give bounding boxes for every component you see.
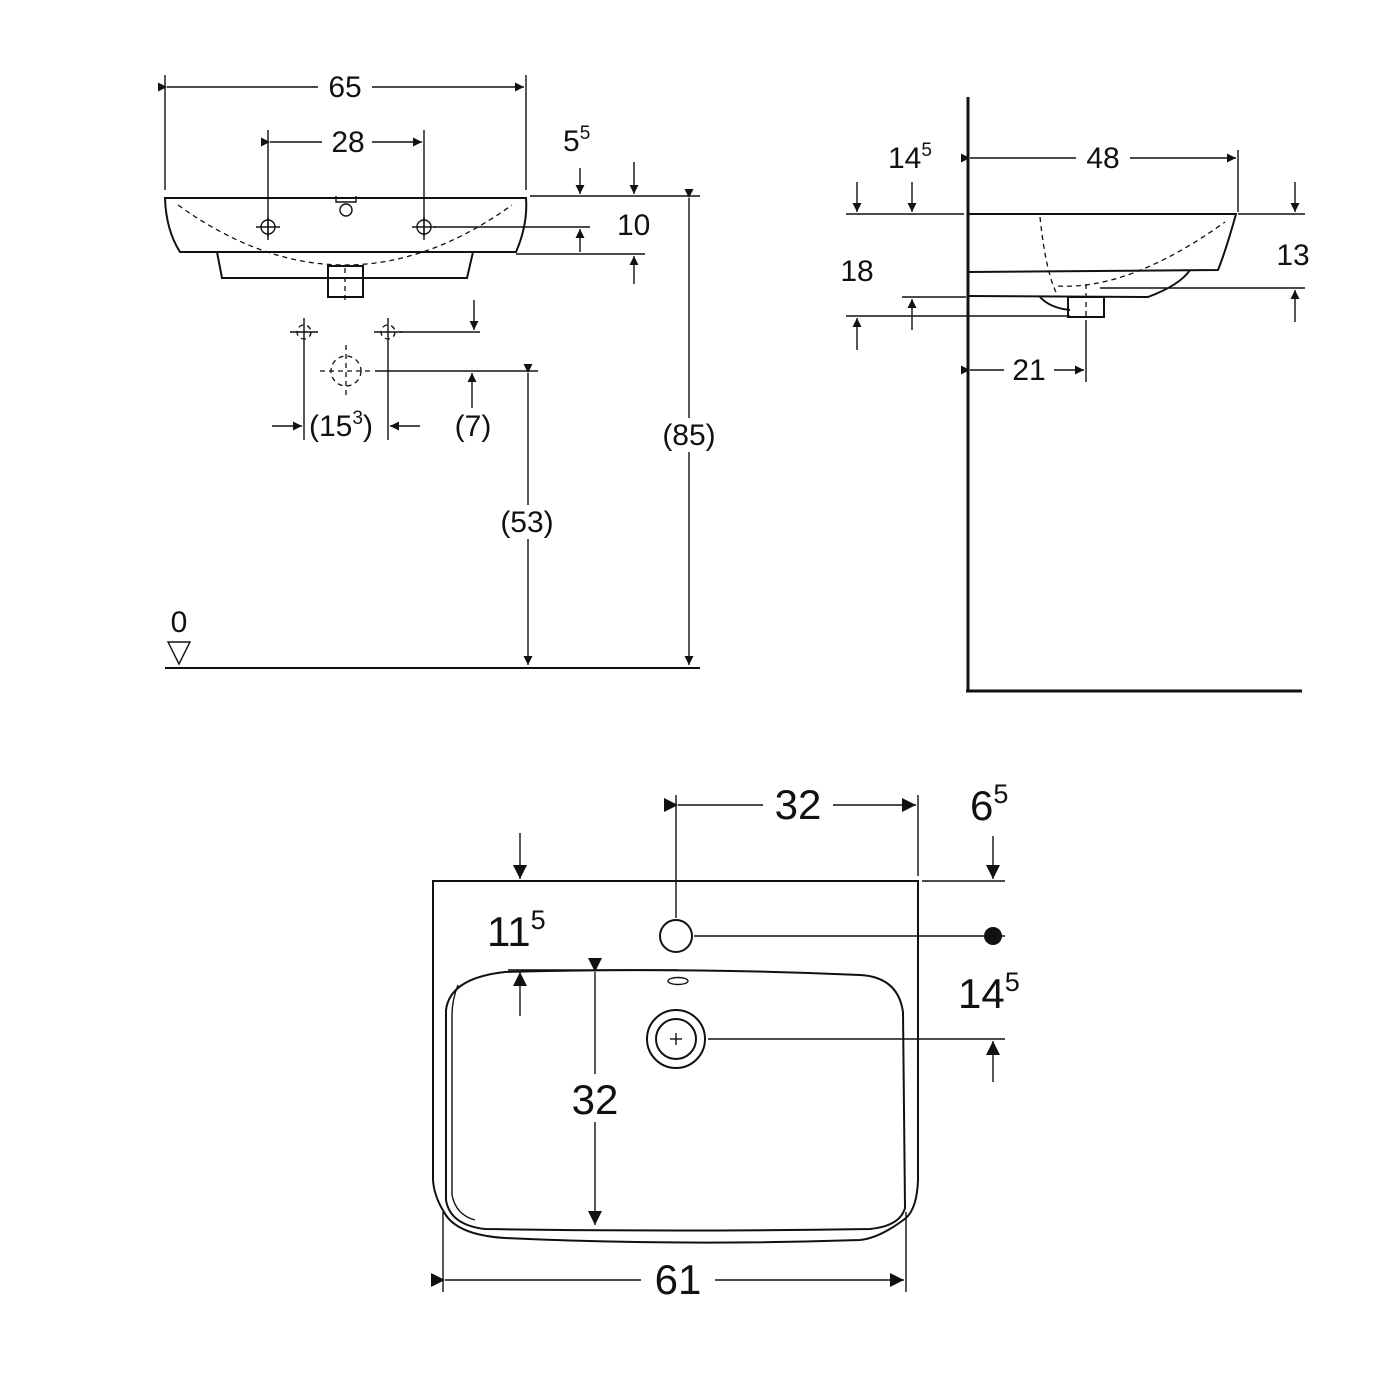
dim-bowl-depth-32: 32 (572, 1076, 619, 1123)
front-view: 65 28 55 10 (7) (158, 71, 722, 669)
dim-side-front-height-18: 18 (840, 255, 873, 288)
dim-drain-offset: 145 (958, 967, 1020, 1017)
dim-side-offset: 65 (970, 779, 1008, 829)
dim-supply-height-7: (7) (455, 410, 492, 443)
dim-side-drain-21: 21 (1012, 354, 1045, 387)
dim-rim-depth: 115 (487, 905, 546, 955)
dim-width-65: 65 (328, 71, 361, 104)
dim-tap-spacing-28: 28 (331, 126, 364, 159)
dim-supply-spacing: (153) (309, 408, 373, 443)
dim-drain-height-53: (53) (500, 506, 553, 539)
dim-rim-offset: 55 (563, 123, 590, 158)
dim-tap-offset-32: 32 (775, 781, 822, 828)
front-overflow-icon (339, 203, 353, 217)
front-basin-outline (163, 197, 528, 253)
side-view: 48 145 18 13 21 (840, 97, 1310, 693)
dim-side-wall-offset: 145 (888, 140, 932, 175)
top-drain-icon (646, 1009, 706, 1069)
drain-connection-icon (320, 345, 372, 397)
dim-side-depth-48: 48 (1086, 142, 1119, 175)
dim-rim-height-85: (85) (662, 419, 715, 452)
front-basin-bowl-hidden (177, 204, 513, 266)
top-view: 32 65 115 32 145 61 (431, 779, 1020, 1303)
dim-side-height-13: 13 (1276, 239, 1309, 272)
top-basin-bowl (445, 969, 907, 1232)
side-basin-bowl-hidden (1039, 216, 1059, 297)
dim-width-61: 61 (655, 1256, 702, 1303)
floor-level-label: 0 (171, 606, 188, 639)
top-tap-hole-icon (659, 919, 693, 953)
supply-right-icon (374, 318, 402, 346)
top-overflow-icon (667, 976, 689, 986)
side-basin-outline (967, 213, 1238, 273)
tap-centre-dot-icon (984, 927, 1002, 945)
supply-left-icon (290, 318, 318, 346)
floor-level-icon (166, 641, 192, 666)
dim-bowl-depth-10: 10 (617, 209, 650, 242)
